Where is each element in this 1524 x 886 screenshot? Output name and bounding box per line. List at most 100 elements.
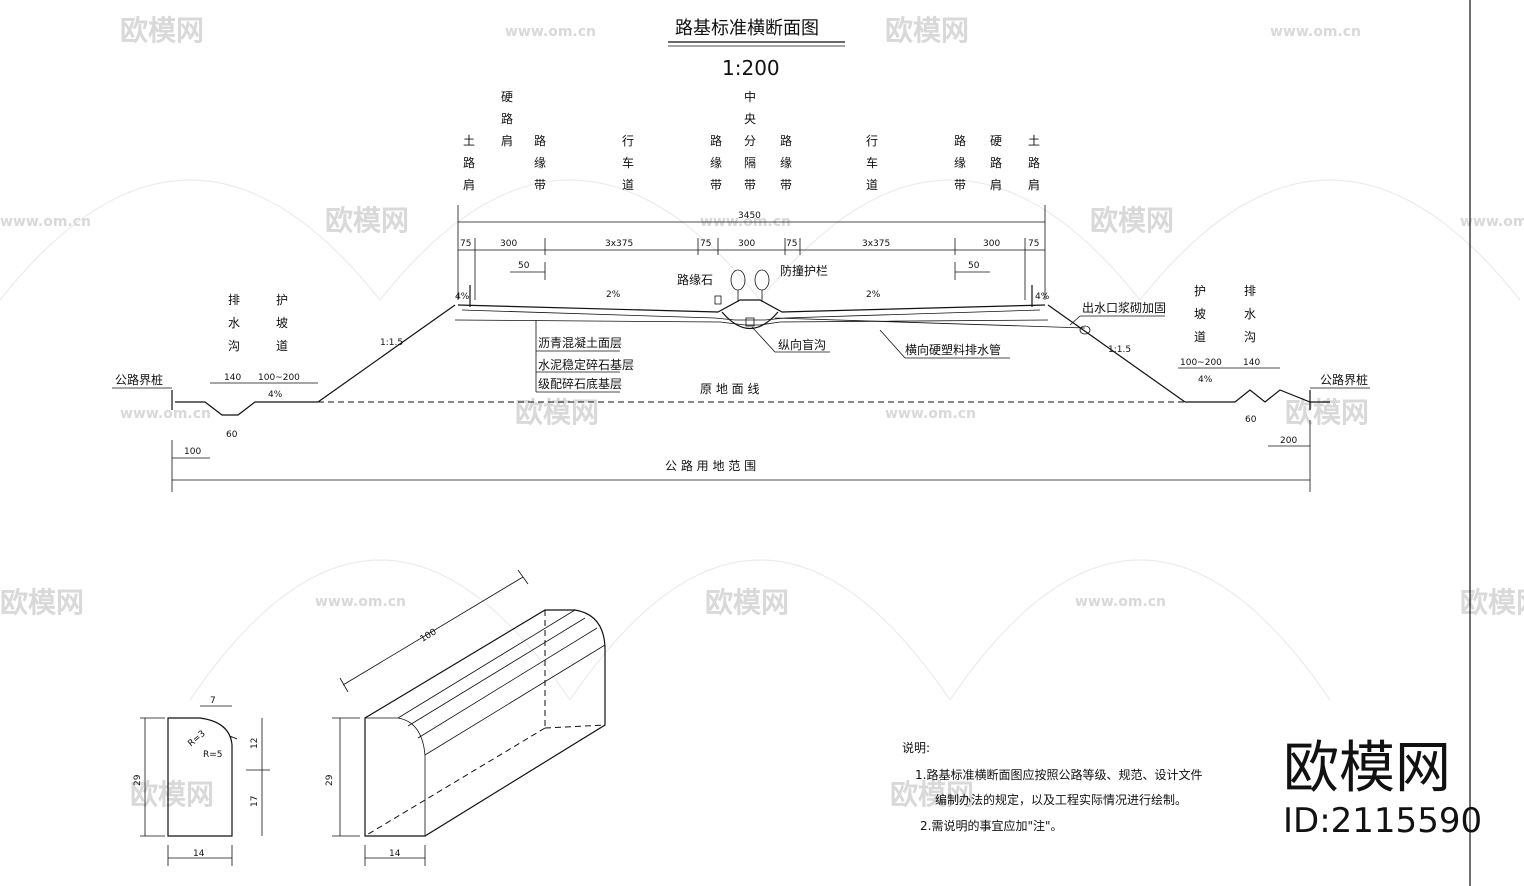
top-label-xingchedao-l-char: 道 (622, 178, 634, 192)
top-label-yinglujian-l-char: 硬 (501, 90, 513, 104)
callout-layer-base: 水泥稳定碎石基层 (538, 357, 634, 372)
top-label-yinglujian-l-char: 肩 (501, 133, 513, 148)
watermark-big-brand: 欧模网 (1283, 736, 1451, 801)
watermark-site: www.om.cn (1460, 214, 1524, 230)
top-label-zhongyang-char: 分 (744, 134, 756, 148)
road-section (171, 269, 1330, 416)
side-label-left_berm-char: 护 (276, 293, 288, 307)
top-label-xingchedao-r-char: 道 (866, 178, 878, 192)
top-label-yinglujian-l-char: 路 (501, 111, 513, 126)
notes-line-2: 2.需说明的事宜应加"注"。 (920, 818, 1063, 833)
top-label-luyuandai-r-char: 带 (954, 178, 966, 192)
top-label-xingchedao-l-char: 车 (622, 155, 634, 170)
curb-dim-width: 14 (193, 849, 205, 859)
curb-iso-height: 29 (325, 774, 335, 786)
top-label-tulujian-r-char: 土 (1028, 134, 1040, 148)
top-label-luyuandai-l-char: 带 (534, 178, 546, 192)
side-label-left_berm-char: 坡 (276, 316, 288, 330)
curb-r2: R=5 (203, 750, 223, 760)
top-label-tulujian-r-char: 肩 (1028, 177, 1040, 192)
dim-ditch-left-b: 100~200 (258, 373, 300, 383)
dim-seg-6: 75 (786, 239, 797, 249)
slope-crown-left: 2% (606, 290, 621, 300)
top-label-luyuandai-r-char: 路 (954, 133, 966, 148)
dim-seg-8: 300 (983, 239, 1000, 249)
watermark-site: www.om.cn (315, 594, 406, 610)
notes-line-1: 1.路基标准横断面图应按照公路等级、规范、设计文件 (915, 767, 1202, 782)
watermark-site: www.om.cn (885, 406, 976, 422)
slope-berm-left: 4% (268, 390, 283, 400)
top-label-xingchedao-r-char: 车 (866, 155, 878, 170)
side-label-right_berm-char: 护 (1194, 284, 1206, 298)
dim-bottom-left: 100 (184, 447, 201, 457)
top-label-luyuandai-cr-char: 缘 (780, 156, 792, 170)
side-label-right_ditch-char: 沟 (1244, 330, 1256, 344)
top-labels: 土路肩硬路肩路缘带行车道路缘带中央分隔带路缘带行车道路缘带硬路肩土路肩 (463, 89, 1040, 192)
watermark-id: ID:2115590 (1283, 801, 1482, 841)
curb-iso-width: 14 (389, 849, 401, 859)
dim-seg-1: 75 (460, 239, 471, 249)
side-label-left_ditch-char: 排 (228, 293, 240, 307)
slope-fill-left: 1:1.5 (380, 338, 403, 348)
slope-fill-right: 1:1.5 (1108, 345, 1131, 355)
dim-seg-4: 75 (700, 239, 711, 249)
callout-drain-pipe: 横向硬塑料排水管 (905, 342, 1001, 357)
watermark-brand: 欧模网 (130, 778, 214, 811)
boundary-right: 公路界桩 (1320, 372, 1368, 387)
side-label-right_berm-char: 坡 (1194, 307, 1206, 321)
top-label-tulujian-l-char: 肩 (463, 177, 475, 192)
top-label-zhongyang-char: 央 (744, 112, 756, 126)
watermark-site: www.om.cn (120, 406, 211, 422)
boundary-left: 公路界桩 (115, 372, 163, 387)
watermark-brand: 欧模网 (120, 14, 204, 47)
watermark-site: www.om.cn (505, 24, 596, 40)
dim-seg-7: 3x375 (862, 239, 890, 249)
top-label-luyuandai-l-char: 缘 (534, 156, 546, 170)
dim-ditch-right-b: 140 (1243, 358, 1260, 368)
side-label-right_ditch-char: 排 (1244, 284, 1256, 298)
top-label-zhongyang-char: 隔 (744, 156, 756, 170)
top-label-tulujian-l-char: 土 (463, 134, 475, 148)
watermark-brand: 欧模网 (1285, 396, 1369, 429)
notes-heading: 说明: (902, 740, 930, 755)
bottom-dimensions: 100 200 公 路 用 地 范 围 (171, 420, 1311, 492)
dim-ditch-depth-right: 60 (1245, 415, 1257, 425)
slope-berm-right: 4% (1198, 375, 1213, 385)
notes-block: 说明: 1.路基标准横断面图应按照公路等级、规范、设计文件 编制办法的规定，以及… (902, 740, 1202, 833)
watermark-brand: 欧模网 (890, 778, 974, 811)
curb-isometric-detail: 100 29 14 (325, 569, 606, 866)
top-label-luyuandai-cr-char: 路 (780, 133, 792, 148)
top-label-luyuandai-r-char: 缘 (954, 156, 966, 170)
watermark-brand: 欧模网 (705, 586, 789, 619)
watermark-brand: 欧模网 (885, 14, 969, 47)
dim-sub-left: 50 (518, 261, 530, 271)
curb-dim-height: 29 (133, 774, 143, 786)
top-label-luyuandai-cr-char: 带 (780, 178, 792, 192)
watermark-site: www.om.cn (0, 214, 91, 230)
side-label-right_ditch-char: 水 (1244, 307, 1256, 321)
watermark-brand: 欧模网 (1460, 586, 1524, 619)
notes-line-1b: 编制办法的规定，以及工程实际情况进行绘制。 (935, 792, 1187, 807)
dim-total: 3450 (738, 211, 761, 221)
top-label-luyuandai-cl-char: 带 (710, 178, 722, 192)
side-label-right_berm-char: 道 (1194, 330, 1206, 344)
dim-bottom-right: 200 (1280, 436, 1297, 446)
dim-sub-right: 50 (968, 261, 980, 271)
top-label-xingchedao-l-char: 行 (622, 134, 634, 148)
top-label-yinglujian-r-char: 肩 (990, 177, 1002, 192)
dim-seg-9: 75 (1028, 239, 1039, 249)
slope-shoulder-left: 4% (455, 292, 470, 302)
curb-dim-top: 7 (210, 696, 216, 706)
curb-dim-side: 7 (230, 735, 240, 741)
dim-seg-3: 3x375 (605, 239, 633, 249)
side-label-left_berm-char: 道 (276, 339, 288, 353)
callout-ground-line: 原 地 面 线 (700, 382, 759, 396)
side-label-left_ditch-char: 沟 (228, 339, 240, 353)
slope-shoulder-right: 4% (1035, 292, 1050, 302)
top-label-zhongyang-char: 带 (744, 178, 756, 192)
callout-layer-surface: 沥青混凝土面层 (538, 335, 622, 350)
watermark-site: www.om.cn (1075, 594, 1166, 610)
side-label-left_ditch-char: 水 (228, 316, 240, 330)
